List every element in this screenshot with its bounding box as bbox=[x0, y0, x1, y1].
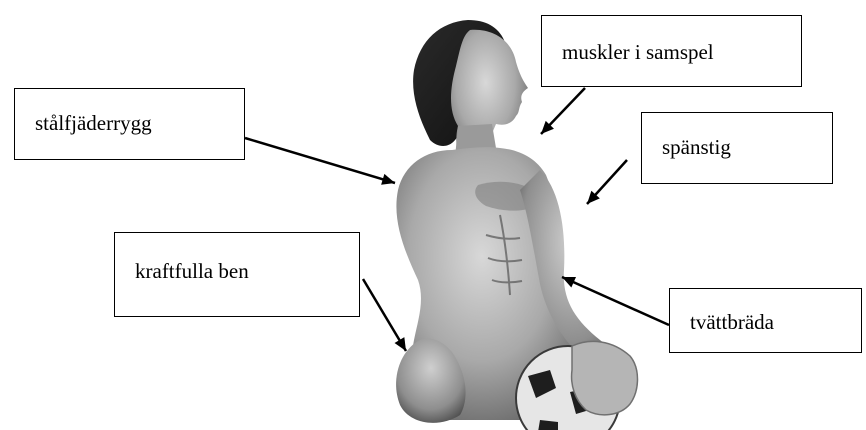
label-box-stalfjaderrygg: stålfjäderrygg bbox=[14, 88, 245, 160]
label-box-spanstig: spänstig bbox=[641, 112, 833, 184]
label-box-muskler: muskler i samspel bbox=[541, 15, 802, 87]
arrow-stalfjader bbox=[245, 138, 395, 183]
label-tvattbrada: tvättbräda bbox=[690, 310, 774, 335]
hands-shape bbox=[572, 341, 638, 414]
label-kraftfulla-ben: kraftfulla ben bbox=[135, 259, 249, 284]
arrow-stalfjader-head bbox=[381, 174, 395, 185]
label-spanstig: spänstig bbox=[662, 135, 731, 160]
label-stalfjaderrygg: stålfjäderrygg bbox=[35, 111, 152, 136]
arrow-tvattbrada bbox=[562, 277, 669, 325]
label-box-tvattbrada: tvättbräda bbox=[669, 288, 862, 353]
label-box-kraftfulla-ben: kraftfulla ben bbox=[114, 232, 360, 317]
label-muskler-i-samspel: muskler i samspel bbox=[562, 40, 714, 65]
